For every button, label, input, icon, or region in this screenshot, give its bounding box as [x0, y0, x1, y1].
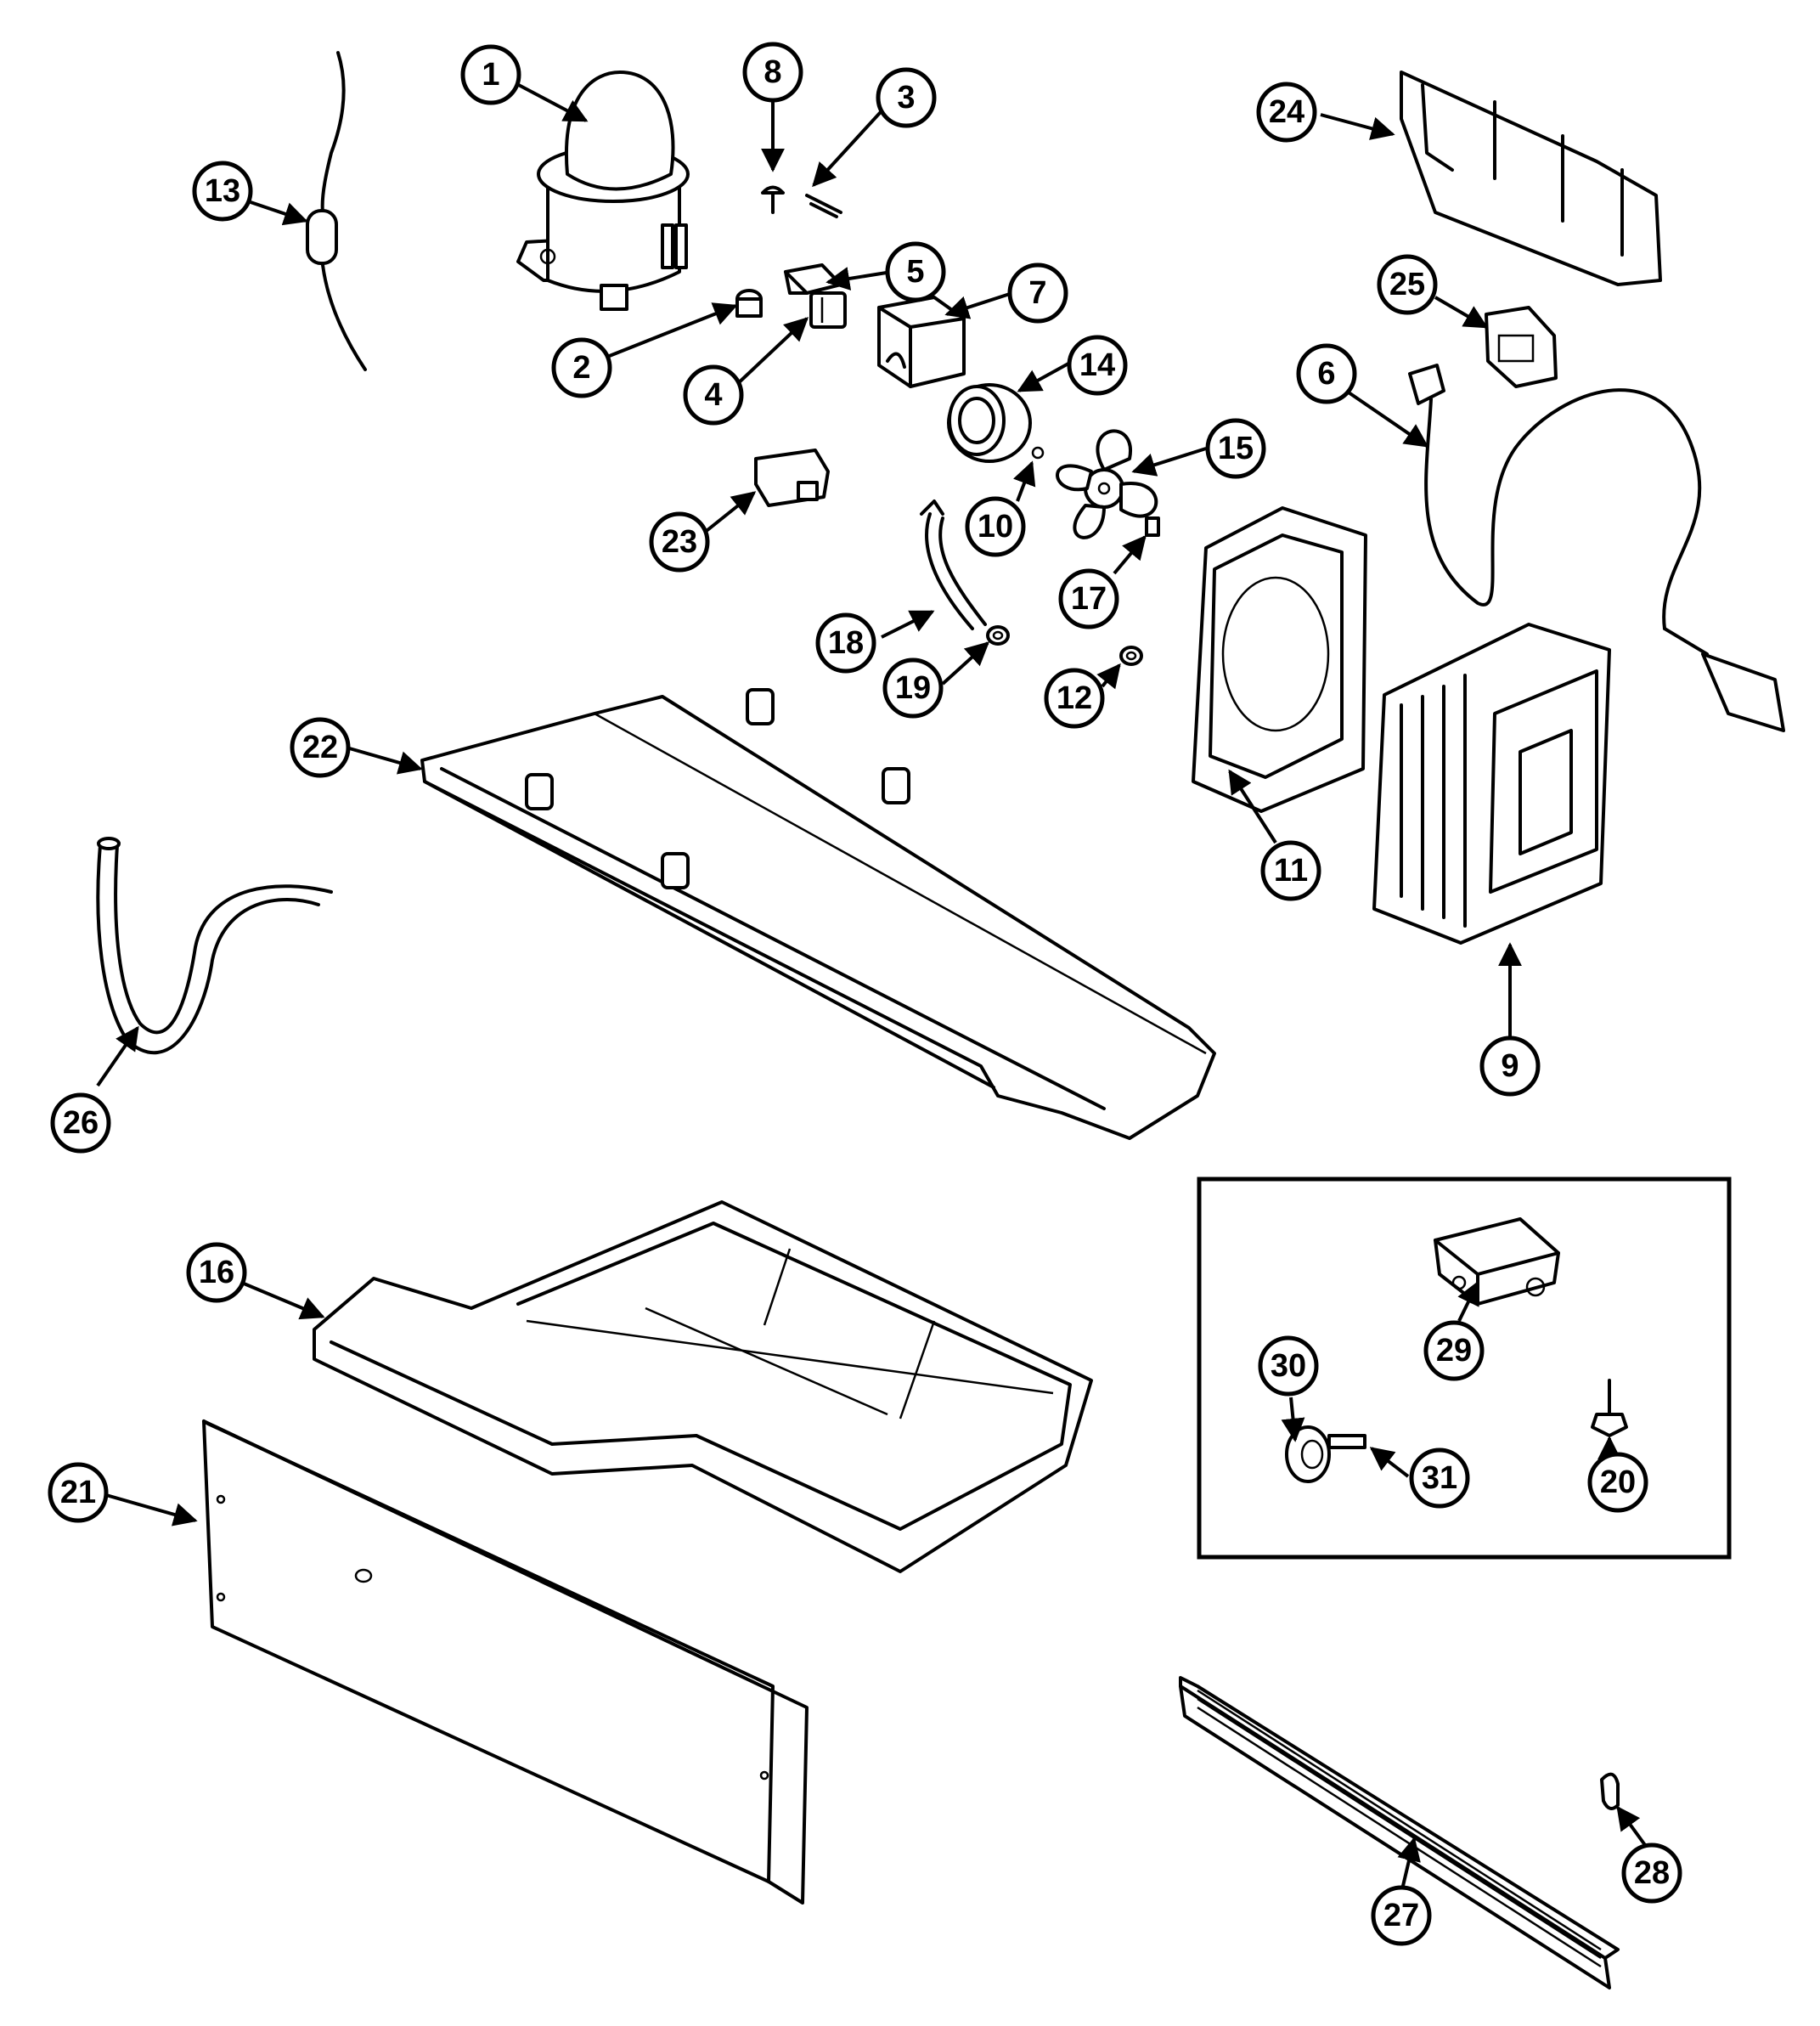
svg-text:29: 29	[1436, 1333, 1472, 1369]
drain-pan-part	[313, 1200, 1093, 1573]
svg-text:22: 22	[302, 730, 338, 765]
svg-text:30: 30	[1271, 1348, 1306, 1384]
fan-blade-part	[1056, 429, 1158, 539]
callout-22: 22	[290, 717, 351, 778]
power-cord-part	[1408, 364, 1785, 732]
grommet-small-part	[1119, 646, 1143, 666]
svg-text:7: 7	[1028, 275, 1046, 311]
callout-2: 2	[551, 337, 612, 398]
fan-clip-part	[1145, 516, 1160, 537]
callout-23: 23	[649, 511, 710, 573]
callout-21: 21	[48, 1462, 109, 1523]
roller-part	[1285, 1425, 1366, 1483]
callout-29: 29	[1423, 1320, 1485, 1381]
svg-text:18: 18	[828, 625, 864, 661]
svg-text:4: 4	[704, 377, 722, 413]
callout-14: 14	[1067, 335, 1128, 396]
svg-text:24: 24	[1269, 94, 1304, 130]
callout-16: 16	[186, 1242, 247, 1303]
callout-20: 20	[1587, 1452, 1648, 1513]
callout-11: 11	[1260, 840, 1321, 901]
svg-text:28: 28	[1634, 1855, 1670, 1891]
cover-bracket-part	[1400, 71, 1662, 286]
callout-28: 28	[1621, 1843, 1682, 1904]
svg-text:17: 17	[1071, 581, 1107, 617]
svg-text:16: 16	[199, 1255, 234, 1290]
svg-text:6: 6	[1317, 356, 1335, 392]
callout-10: 10	[965, 496, 1026, 557]
svg-text:23: 23	[662, 524, 697, 560]
drain-tube-part	[96, 837, 333, 1055]
svg-text:21: 21	[60, 1475, 96, 1510]
fan-shroud-part	[1192, 506, 1367, 813]
start-device-part	[877, 296, 966, 388]
toe-grille-part	[1179, 1676, 1620, 1989]
svg-text:2: 2	[572, 350, 590, 386]
callout-17: 17	[1058, 568, 1119, 629]
callout-13: 13	[192, 161, 253, 222]
svg-text:11: 11	[1274, 853, 1308, 889]
base-panel-part	[202, 1419, 809, 1905]
callout-6: 6	[1296, 343, 1357, 404]
svg-text:1: 1	[482, 57, 499, 93]
grommet-part	[735, 289, 763, 318]
condenser-part	[1372, 623, 1611, 945]
leveling-screw-part	[1591, 1379, 1628, 1437]
compressor-part	[516, 71, 690, 311]
callout-24: 24	[1256, 82, 1317, 143]
svg-text:5: 5	[906, 254, 924, 290]
callout-30: 30	[1258, 1335, 1319, 1397]
clip-part	[805, 194, 842, 218]
cover-plate-part	[420, 688, 1216, 1140]
callout-9: 9	[1479, 1036, 1541, 1097]
svg-text:13: 13	[205, 173, 240, 209]
motor-bracket-part	[920, 499, 987, 630]
callout-19: 19	[882, 657, 944, 719]
callout-12: 12	[1044, 668, 1105, 729]
svg-text:31: 31	[1422, 1460, 1457, 1496]
svg-text:10: 10	[978, 509, 1013, 545]
screw-part	[761, 185, 785, 214]
callout-31: 31	[1409, 1448, 1470, 1509]
leader-lines	[96, 81, 1647, 1887]
svg-text:19: 19	[895, 670, 931, 706]
svg-text:26: 26	[63, 1105, 99, 1141]
callout-25: 25	[1377, 254, 1438, 315]
overload-cover-part	[784, 263, 842, 295]
svg-text:14: 14	[1079, 347, 1115, 383]
callout-18: 18	[815, 612, 876, 674]
detail-inset-box	[1197, 1177, 1732, 1560]
callout-8: 8	[742, 42, 803, 103]
fan-motor-part	[947, 383, 1045, 463]
callout-7: 7	[1007, 262, 1068, 324]
callout-5: 5	[885, 241, 946, 302]
outlet-part	[1485, 306, 1558, 388]
callout-3: 3	[876, 67, 937, 128]
svg-text:15: 15	[1218, 431, 1254, 466]
callout-4: 4	[683, 364, 744, 426]
svg-text:20: 20	[1600, 1464, 1636, 1500]
roller-bracket-part	[1434, 1217, 1560, 1306]
svg-text:3: 3	[897, 80, 915, 116]
svg-text:9: 9	[1501, 1048, 1519, 1084]
callout-15: 15	[1205, 418, 1266, 479]
grille-clip-part	[1600, 1772, 1620, 1810]
bracket-grommet-part	[986, 625, 1010, 646]
callout-27: 27	[1371, 1885, 1432, 1946]
callout-1: 1	[460, 44, 521, 105]
svg-text:25: 25	[1389, 267, 1425, 302]
relay-part	[809, 291, 847, 329]
switch-part	[754, 449, 830, 507]
drier-part	[306, 51, 367, 371]
svg-text:12: 12	[1057, 680, 1092, 716]
svg-text:27: 27	[1383, 1898, 1419, 1933]
callout-26: 26	[50, 1092, 111, 1154]
svg-text:8: 8	[763, 54, 781, 90]
